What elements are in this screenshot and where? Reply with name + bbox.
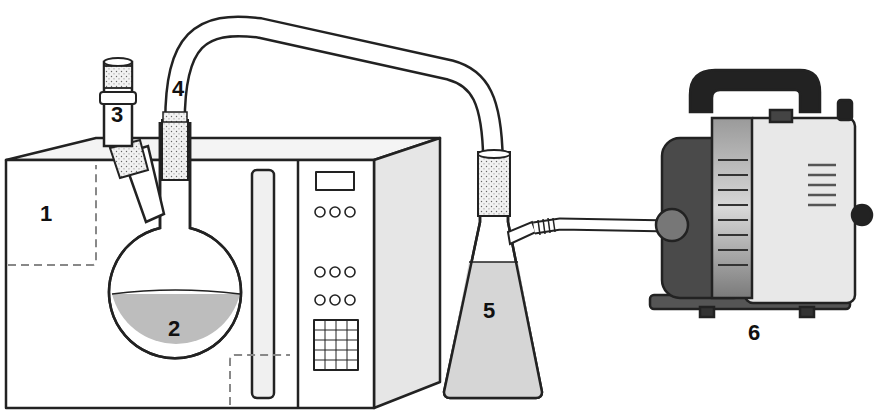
round-bottom-flask xyxy=(109,120,241,358)
vacuum-hose xyxy=(163,26,493,160)
vacuum-pump xyxy=(650,70,872,317)
callout-number: 2 xyxy=(168,318,180,340)
callout-number: 3 xyxy=(111,104,123,126)
callout-number: 5 xyxy=(483,300,495,322)
filter-flask xyxy=(444,150,542,398)
callout-number: 1 xyxy=(40,203,52,225)
callout-number: 6 xyxy=(748,322,760,344)
callout-number: 4 xyxy=(172,78,184,100)
inlet-tube xyxy=(100,58,136,146)
pump-hose xyxy=(534,218,672,235)
